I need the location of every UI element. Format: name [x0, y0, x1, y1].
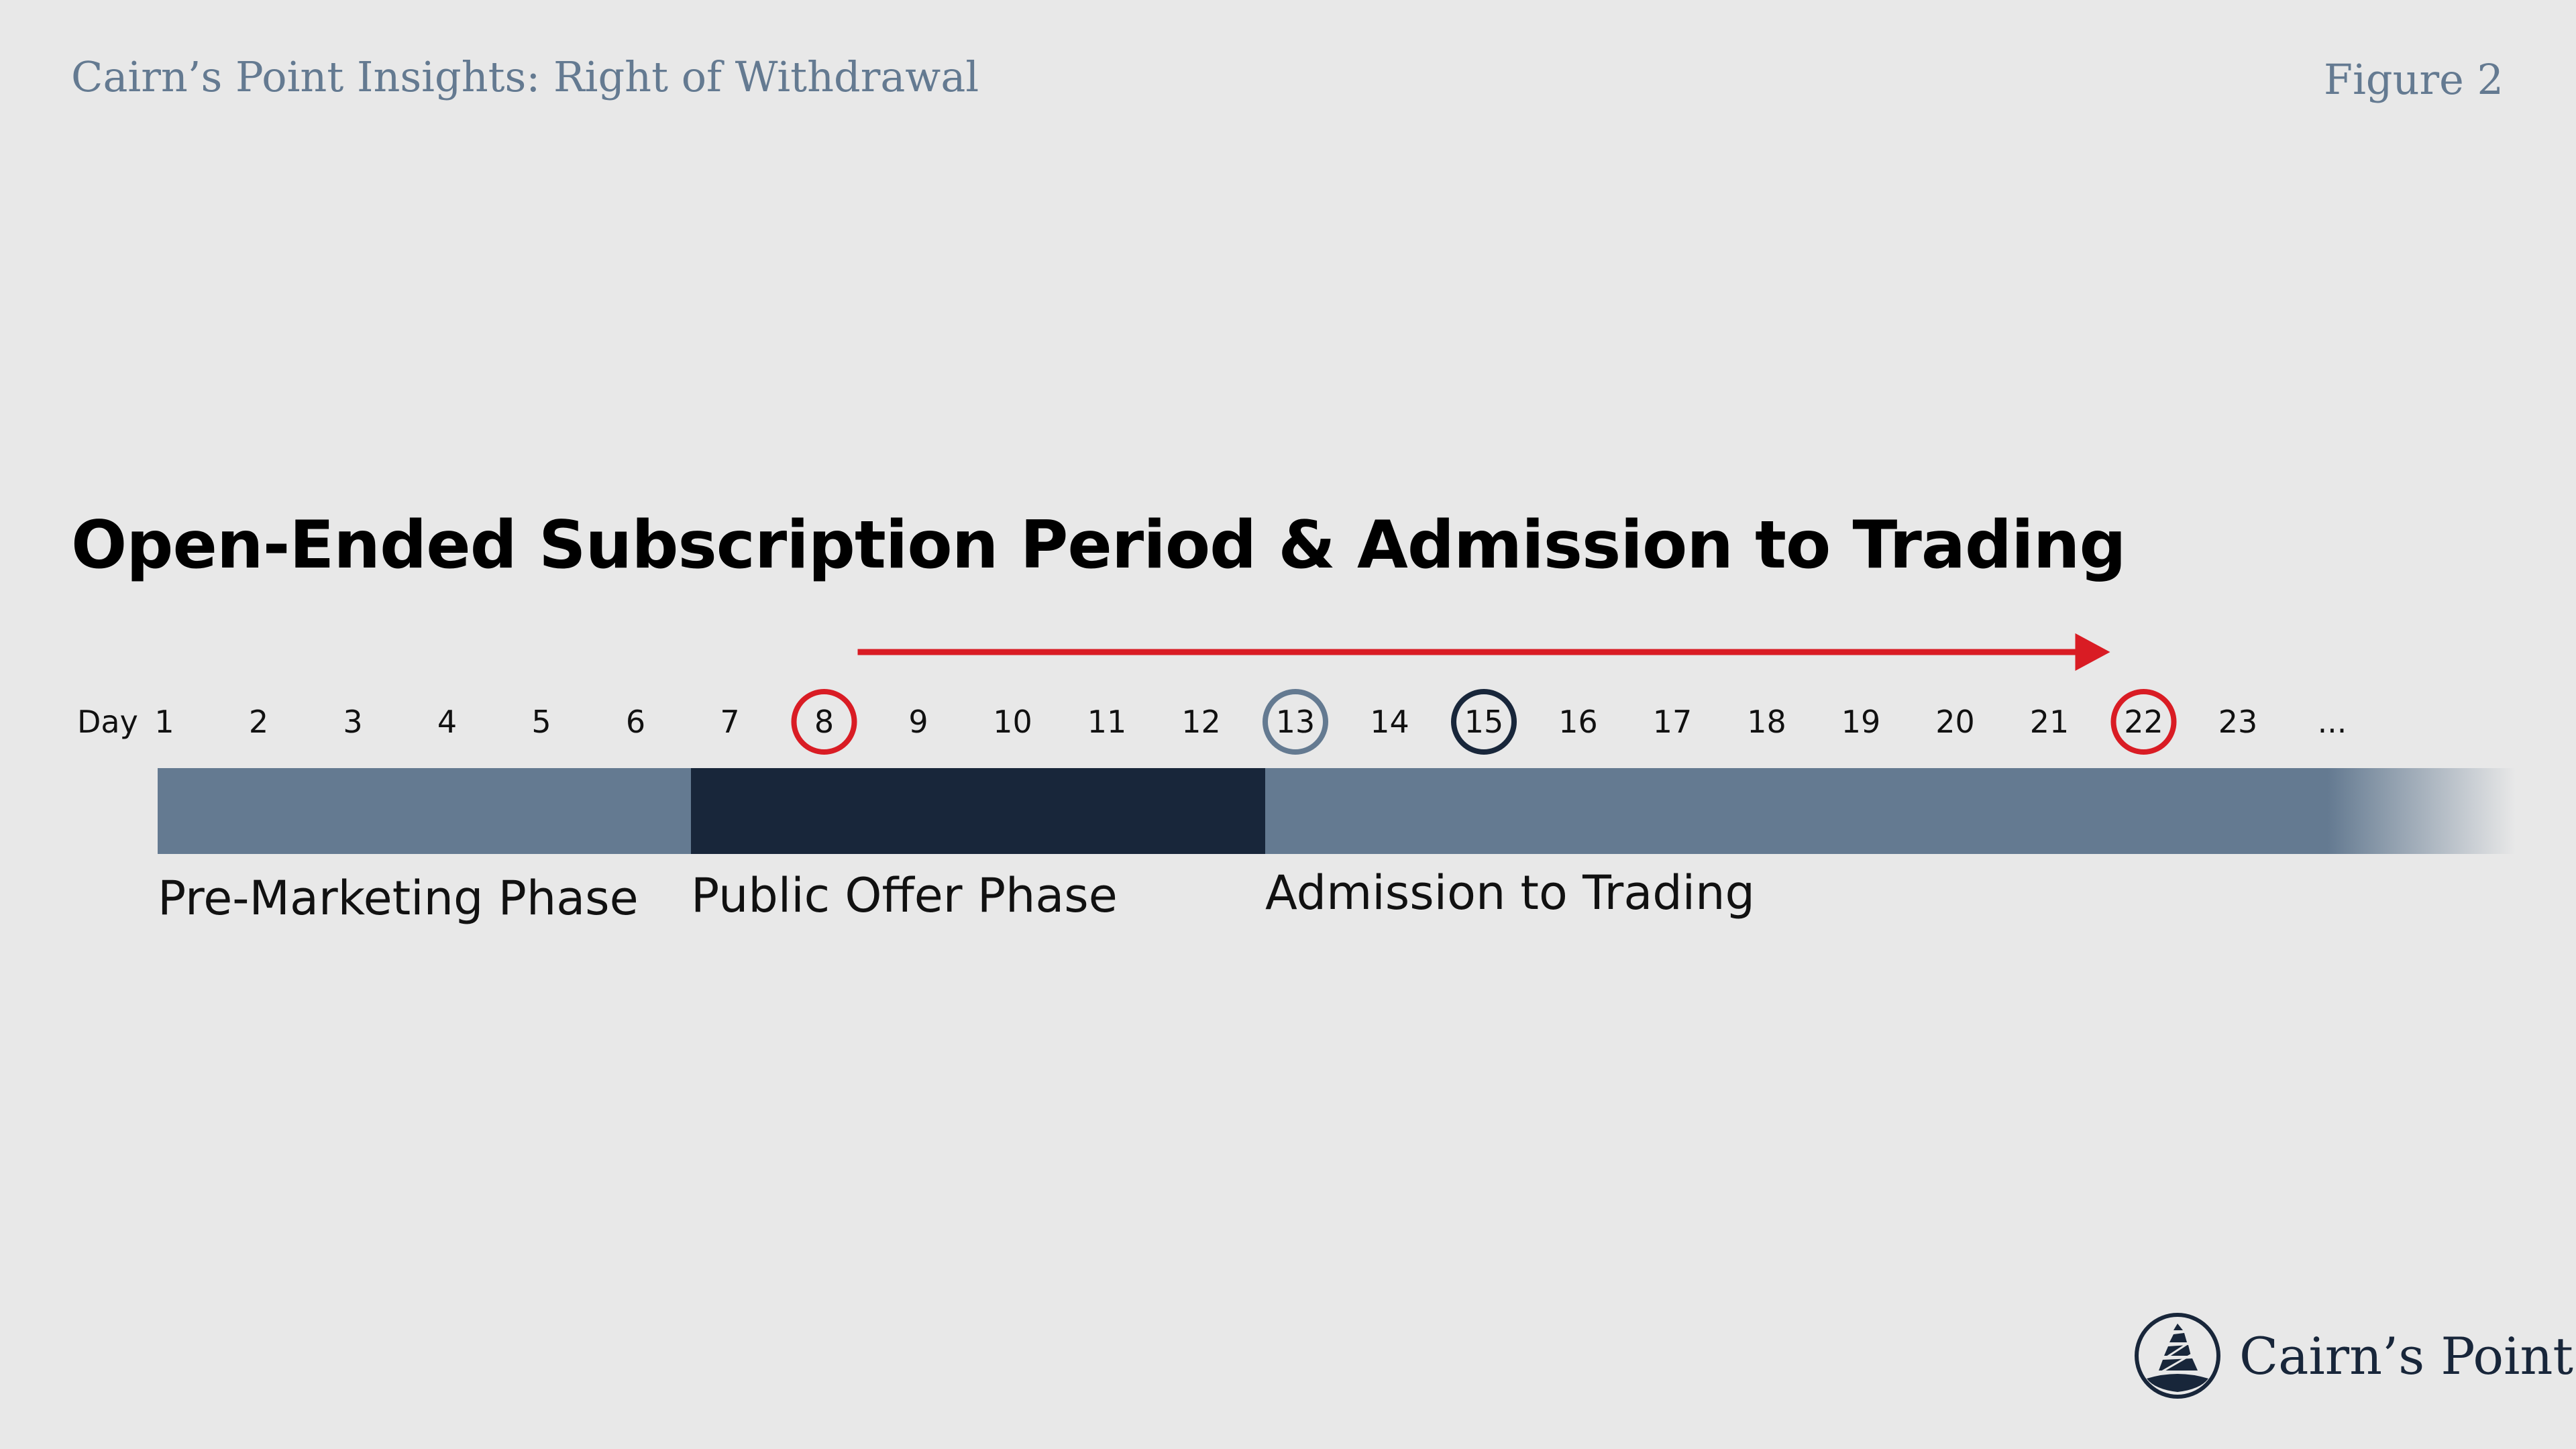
phase-segment-fade [2328, 768, 2516, 854]
withdrawal-period-arrow [857, 633, 2110, 671]
day-tick-21: 21 [2030, 704, 2070, 740]
phase-bar [158, 768, 2516, 854]
logo: Cairn’s Point [2133, 1311, 2573, 1400]
day-tick-4: 4 [437, 704, 457, 740]
phase-label-1: Pre-Marketing Phase [158, 871, 639, 926]
day-circle-15 [1451, 689, 1517, 755]
phase-segment-1 [158, 768, 691, 854]
day-tick-13: 13 [1276, 704, 1316, 740]
day-tick-3: 3 [343, 704, 362, 740]
day-tick-12: 12 [1181, 704, 1221, 740]
cairn-stones-icon [2135, 1313, 2220, 1399]
day-tick-14: 14 [1370, 704, 1409, 740]
diagram-title: Open-Ended Subscription Period & Admissi… [71, 507, 2127, 584]
day-tick-16: 16 [1558, 704, 1598, 740]
day-tick-18: 18 [1747, 704, 1786, 740]
day-tick-19: 19 [1841, 704, 1881, 740]
day-circle-8 [791, 689, 857, 755]
day-tick-6: 6 [626, 704, 645, 740]
day-tick-23: 23 [2218, 704, 2258, 740]
day-tick-5: 5 [531, 704, 551, 740]
day-tick-17: 17 [1653, 704, 1693, 740]
day-tick-11: 11 [1087, 704, 1127, 740]
circled-days [791, 689, 2177, 755]
day-axis-label: Day [77, 704, 138, 740]
day-tick-7: 7 [720, 704, 739, 740]
day-tick-8: 8 [814, 704, 834, 740]
day-tick-more: ... [2318, 704, 2347, 740]
header-title: Cairn’s Point Insights: Right of Withdra… [71, 52, 979, 101]
day-tick-10: 10 [993, 704, 1032, 740]
phase-label-2: Public Offer Phase [691, 868, 1118, 923]
phase-label-3: Admission to Trading [1265, 865, 1755, 920]
phase-segment-3 [1265, 768, 2328, 854]
day-tick-9: 9 [908, 704, 928, 740]
day-tick-15: 15 [1464, 704, 1504, 740]
day-tick-2: 2 [249, 704, 268, 740]
figure-label: Figure 2 [2324, 55, 2504, 104]
day-tick-1: 1 [154, 704, 174, 740]
logo-text: Cairn’s Point [2239, 1326, 2573, 1386]
day-circle-13 [1263, 689, 1328, 755]
arrow-head [2075, 633, 2110, 671]
day-circle-22 [2110, 689, 2177, 755]
day-tick-20: 20 [1935, 704, 1975, 740]
phase-segment-2 [691, 768, 1265, 854]
day-tick-22: 22 [2124, 704, 2163, 740]
